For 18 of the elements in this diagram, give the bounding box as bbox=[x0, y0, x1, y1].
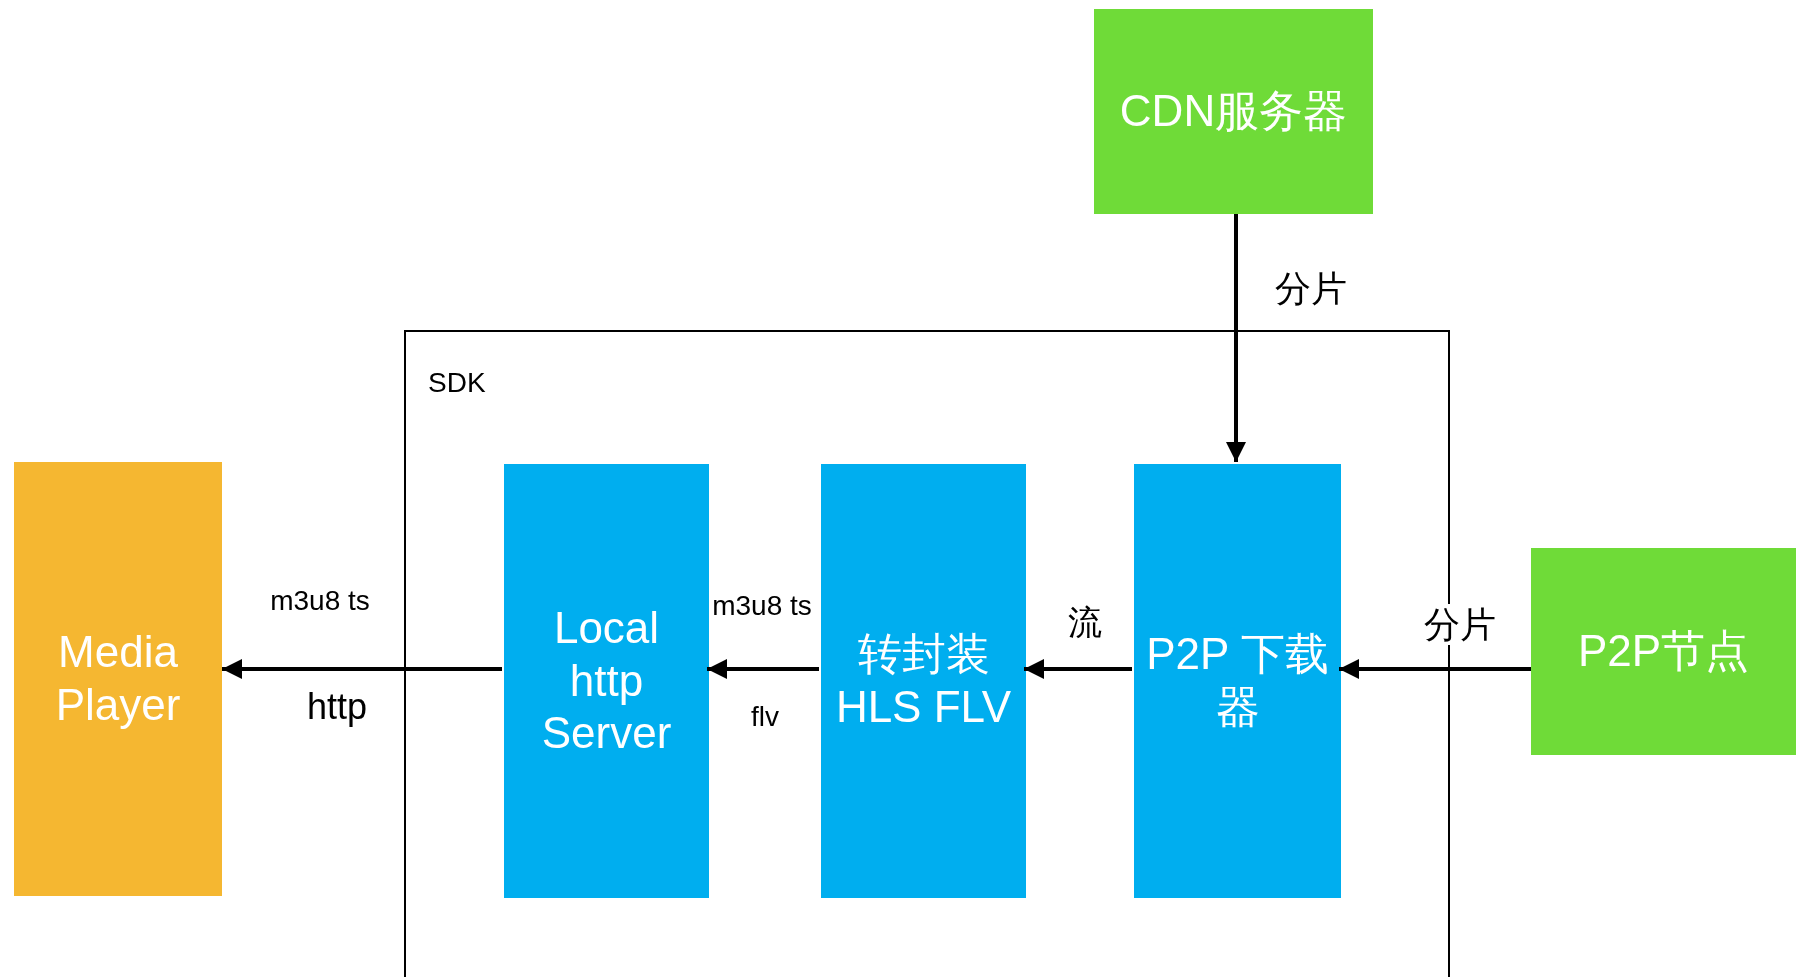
box-label: Local http Server bbox=[540, 601, 673, 760]
arrow bbox=[1339, 659, 1531, 679]
player-box bbox=[14, 462, 222, 896]
server-box bbox=[1094, 9, 1373, 214]
box-label: P2P节点 bbox=[1576, 625, 1751, 678]
box-label: 转封装 HLS FLV bbox=[834, 628, 1013, 733]
frame-title: SDK bbox=[428, 366, 486, 400]
arrow bbox=[222, 659, 502, 679]
process-box bbox=[1134, 464, 1341, 898]
peer-box bbox=[1531, 548, 1796, 755]
arrow bbox=[707, 659, 819, 679]
box-label: Media Player bbox=[54, 626, 182, 731]
box-label: CDN服务器 bbox=[1118, 85, 1349, 138]
box-label: P2P 下载器 bbox=[1145, 628, 1330, 733]
process-box bbox=[504, 464, 709, 898]
process-box bbox=[821, 464, 1026, 898]
arrow bbox=[1226, 214, 1246, 462]
arrow bbox=[1024, 659, 1132, 679]
